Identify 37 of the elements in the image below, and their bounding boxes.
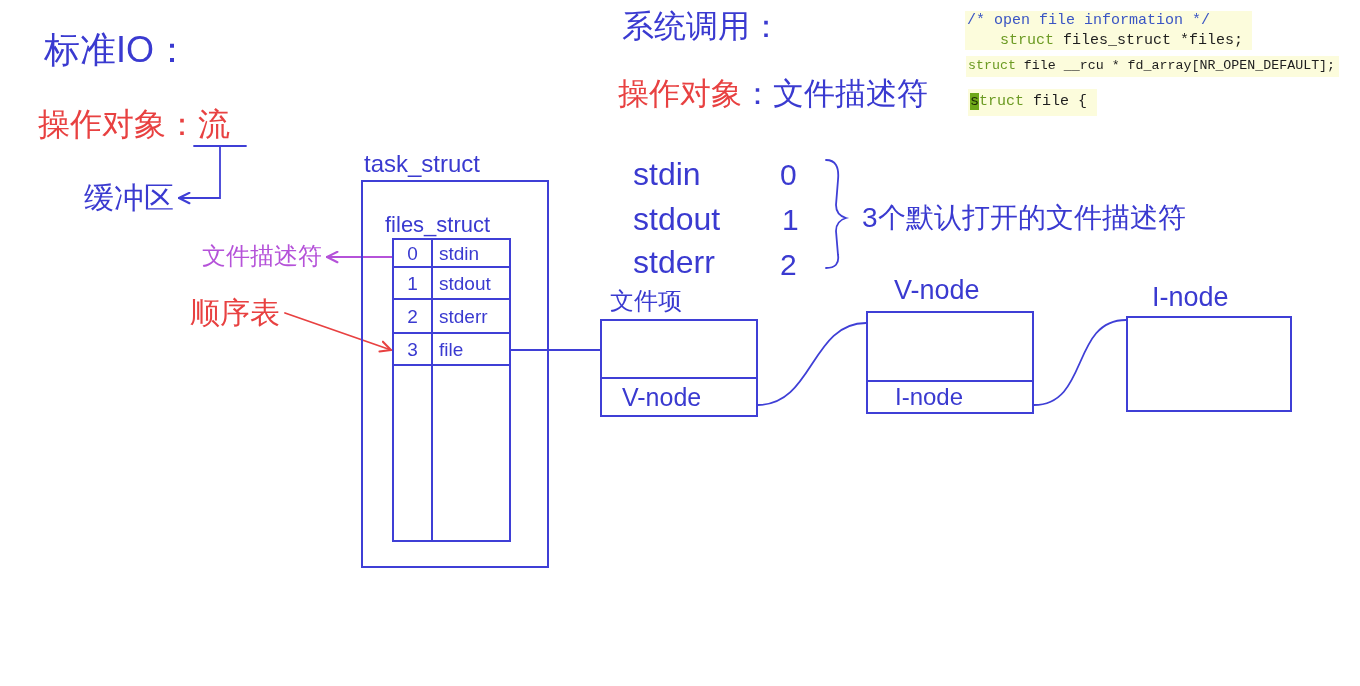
- box-title: 文件项: [610, 289, 682, 313]
- handwritten-text: 系统调用：: [622, 10, 782, 42]
- elbow-arrow: [177, 145, 247, 205]
- section-label: I-node: [895, 385, 964, 409]
- handwritten-text: 1: [782, 205, 799, 235]
- row-label: stdin: [439, 243, 480, 263]
- note-text: 操作对象：流: [38, 102, 234, 146]
- note-text: 顺序表: [190, 292, 282, 334]
- handwritten-text: stdout: [633, 203, 721, 235]
- curved-connector: [1033, 319, 1127, 406]
- arrow: [284, 312, 393, 353]
- row-number: 3: [406, 339, 419, 359]
- curved-connector: [757, 322, 867, 406]
- handwritten-text: 3个默认打开的文件描述符: [862, 204, 1186, 232]
- box-title: V-node: [894, 277, 980, 304]
- code-comment: /* open file information */: [965, 11, 1252, 31]
- handwritten-text: stdin: [633, 158, 701, 190]
- handwritten-text: 操作对象: [618, 78, 742, 109]
- section-label: V-node: [622, 384, 702, 410]
- box-title: task_struct: [364, 152, 481, 176]
- handwritten-text: 标准IO：: [44, 32, 190, 68]
- arrow: [325, 250, 393, 264]
- row-label: stdout: [439, 273, 491, 293]
- row-label: file: [439, 339, 464, 359]
- box-title: files_struct: [385, 214, 491, 236]
- connector-line: [510, 349, 601, 351]
- note-text: 缓冲区: [84, 178, 176, 218]
- handwritten-text: stderr: [633, 246, 715, 278]
- row-label: stderr: [439, 306, 488, 326]
- row-number: 2: [406, 306, 419, 326]
- handwritten-text: ：文件描述符: [742, 78, 928, 109]
- row-number: 1: [406, 273, 419, 293]
- box-title: I-node: [1152, 284, 1229, 311]
- handwritten-text: 0: [780, 160, 797, 190]
- note-text: 文件描述符: [202, 240, 324, 272]
- handwritten-text: 2: [780, 250, 797, 280]
- row-number: 0: [406, 243, 419, 263]
